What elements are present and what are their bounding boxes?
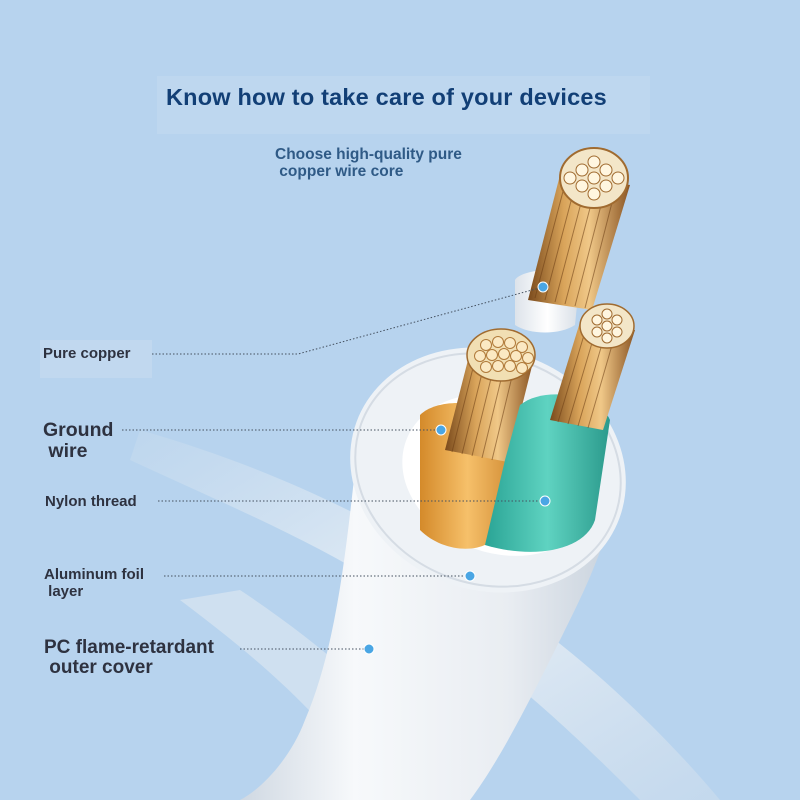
- label-aluminum-foil: Aluminum foil layer: [44, 566, 144, 600]
- marker-dot-aluminum-foil: [464, 570, 476, 582]
- white-wire: [515, 147, 630, 333]
- label-pure-copper: Pure copper: [43, 345, 131, 362]
- leader-lines: [122, 286, 545, 650]
- leader-pure-copper: [152, 286, 544, 355]
- label-backdrop: [40, 340, 152, 378]
- marker-dot-pc-cover: [363, 643, 375, 655]
- marker-dot-nylon-thread: [539, 495, 551, 507]
- ground-wire: [420, 328, 536, 549]
- title-banner: [157, 76, 650, 134]
- subtitle: Choose high-quality pure copper wire cor…: [275, 146, 462, 180]
- label-ground-wire: Ground wire: [43, 419, 114, 462]
- background-cable: [130, 430, 720, 800]
- marker-dot-ground-wire: [435, 424, 447, 436]
- label-pc-cover: PC flame-retardant outer cover: [44, 637, 214, 678]
- page-title: Know how to take care of your devices: [166, 84, 607, 110]
- green-wire: [485, 303, 635, 552]
- marker-dot-pure-copper: [537, 281, 549, 293]
- label-nylon-thread: Nylon thread: [45, 493, 137, 510]
